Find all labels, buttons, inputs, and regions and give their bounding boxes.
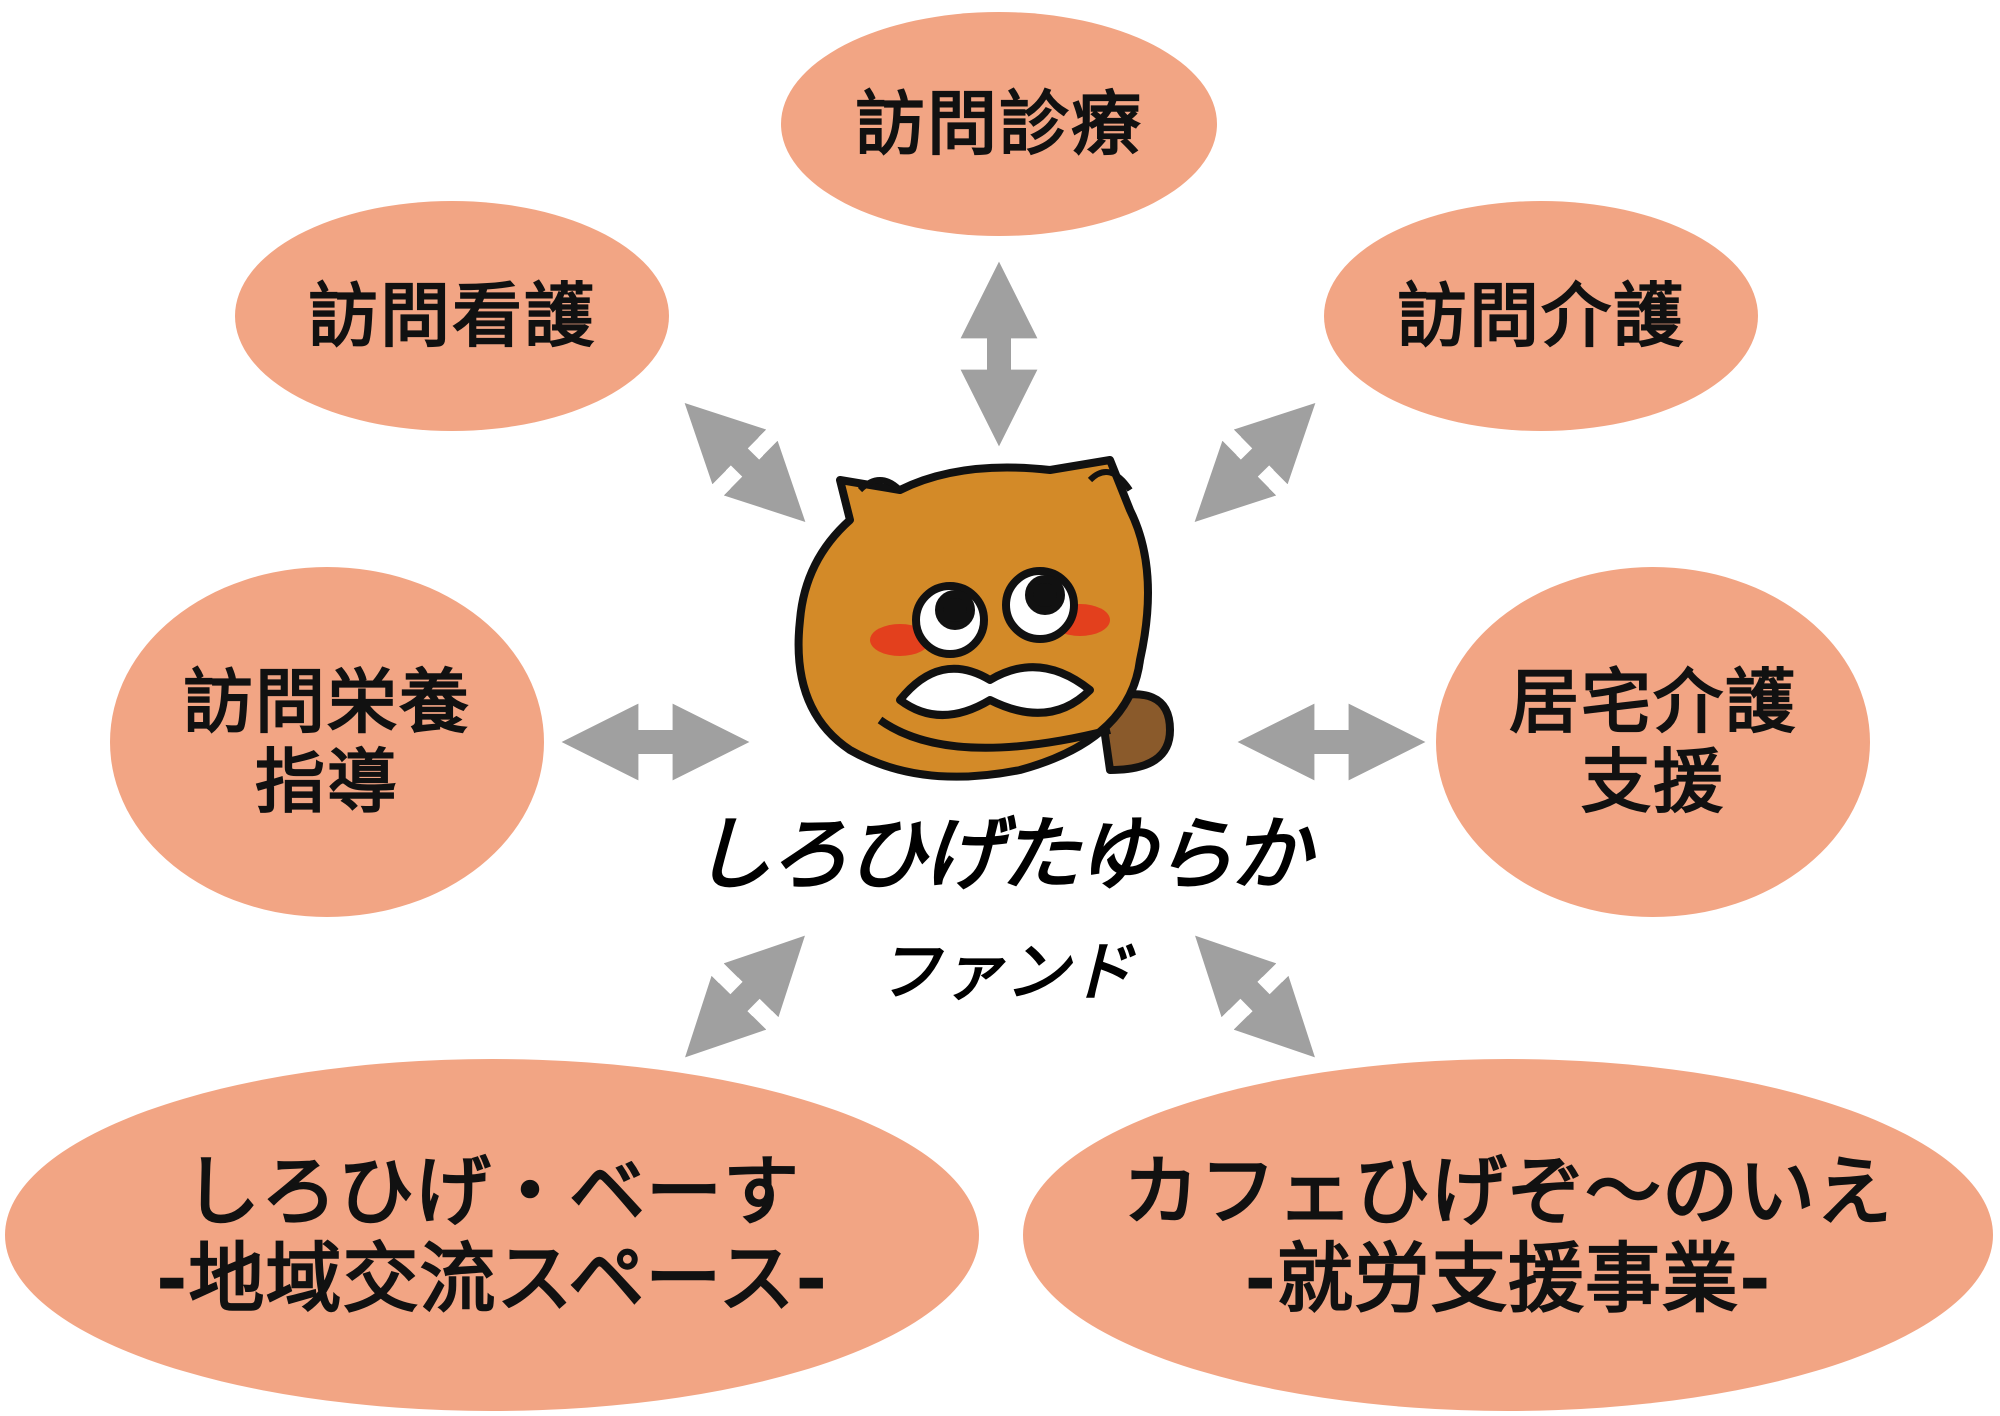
double-arrow-lower-right	[1195, 935, 1315, 1058]
label-line: -地域交流スペース-	[156, 1234, 828, 1323]
bubble-upper-left	[235, 201, 669, 431]
bubble-top	[781, 12, 1217, 236]
double-arrow-upper-right	[1194, 403, 1316, 522]
label-line: 訪問診療	[855, 82, 1143, 165]
bubble-left	[110, 567, 544, 917]
bubble-upper-right	[1324, 201, 1758, 431]
fund-logo-subtitle: ファンド	[877, 936, 1133, 1010]
bubble-bottom-left	[5, 1059, 979, 1411]
label-line: 指導	[255, 741, 399, 823]
label-line: しろひげ・ベーす	[184, 1146, 800, 1236]
label-line: 訪問介護	[1397, 274, 1685, 357]
label-line: 訪問栄養	[183, 660, 471, 743]
double-arrow-lower-left	[685, 935, 805, 1058]
service-home-visit-medical: 訪問診療	[781, 12, 1217, 236]
service-home-visit-nutrition: 訪問栄養 指導	[110, 567, 544, 917]
bubble-bottom-right	[1023, 1059, 1993, 1411]
fund-logo-title: しろひげたゆらか	[692, 808, 1311, 901]
label-line: 居宅介護	[1509, 660, 1797, 743]
service-cafe-employment-support: カフェひげぞ～のいえ -就労支援事業-	[1023, 1059, 1993, 1411]
label-line: -就労支援事業-	[1244, 1234, 1772, 1323]
mascot-illustration	[794, 456, 1174, 781]
service-home-care-support: 居宅介護 支援	[1436, 567, 1870, 917]
bubble-right	[1436, 567, 1870, 917]
double-arrow-upper-left	[684, 403, 806, 522]
label-line: 訪問看護	[308, 274, 596, 357]
label-line: 支援	[1581, 741, 1725, 823]
service-community-space: しろひげ・ベーす -地域交流スペース-	[5, 1059, 979, 1411]
service-home-visit-nursing: 訪問看護	[235, 201, 669, 431]
service-home-visit-care: 訪問介護	[1324, 201, 1758, 431]
label-line: カフェひげぞ～のいえ	[1123, 1146, 1893, 1236]
